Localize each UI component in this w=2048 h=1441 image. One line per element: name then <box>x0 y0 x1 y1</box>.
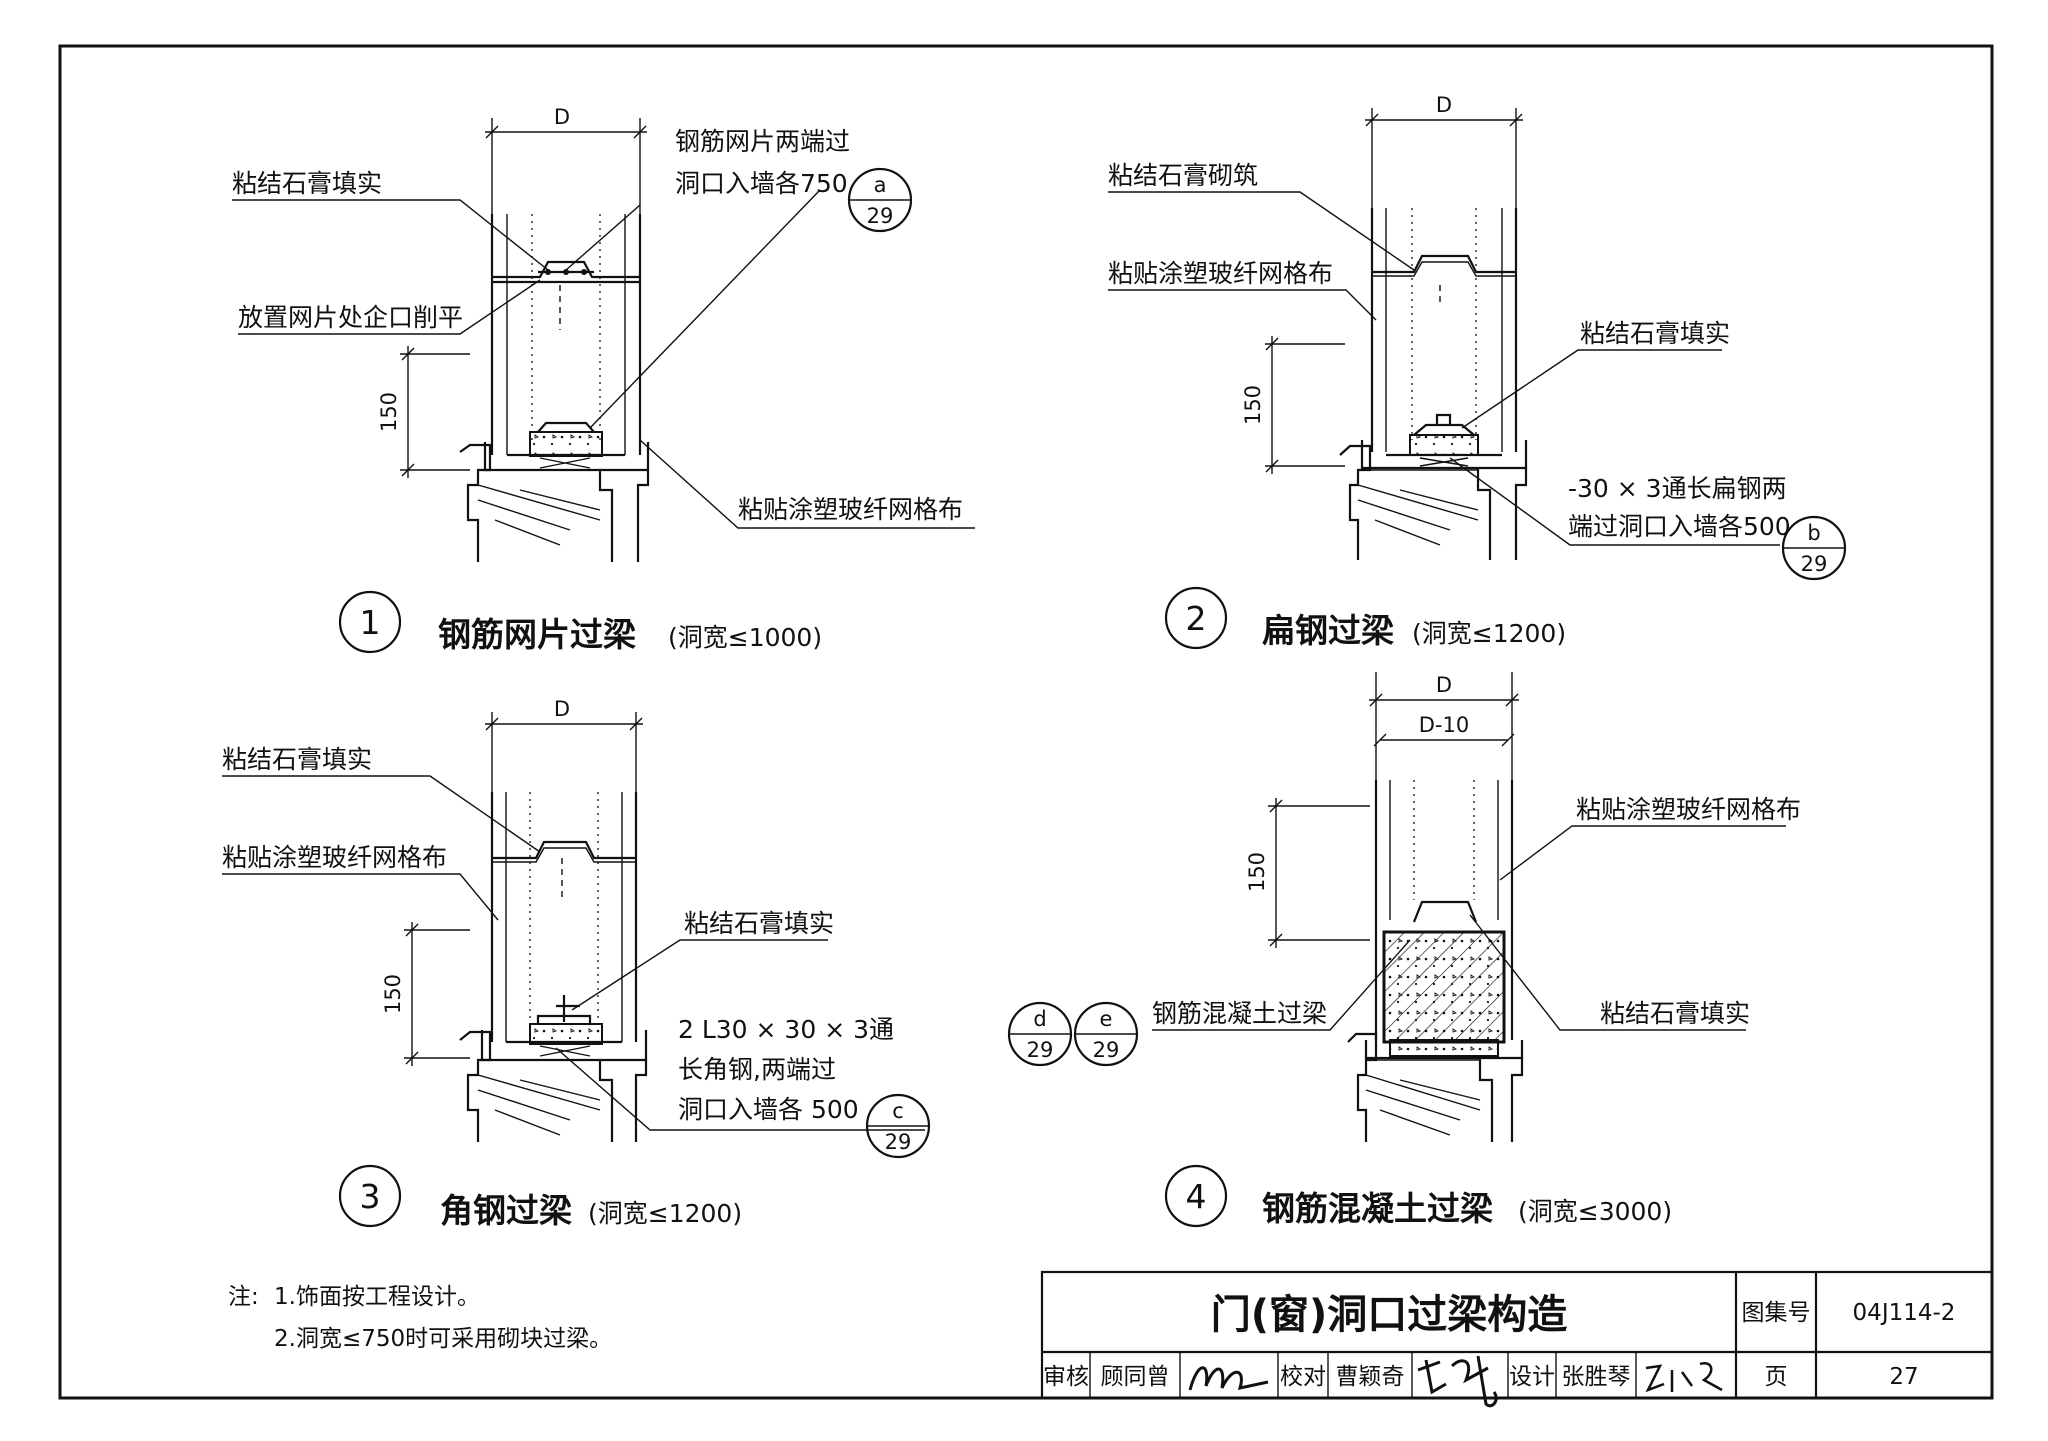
checker-name: 曹颖奇 <box>1336 1364 1405 1390</box>
detail-2-label-2: 粘贴涂塑玻纤网格布 <box>1108 259 1333 288</box>
detail-4-label-2: 钢筋混凝土过梁 <box>1152 999 1327 1028</box>
detail-1-drawing <box>232 118 975 562</box>
detail-4-drawing <box>1007 672 1786 1142</box>
detail-3-label-4: 2 L30 × 30 × 3通 <box>678 1015 894 1044</box>
detail-4-ref-d-bottom: 29 <box>1027 1038 1054 1062</box>
detail-3-ref-bottom: 29 <box>885 1130 912 1154</box>
page-label: 页 <box>1765 1364 1788 1390</box>
detail-1-dim-height: 150 <box>377 392 401 432</box>
detail-4-title: 钢筋混凝土过梁 <box>1262 1189 1493 1228</box>
detail-2-ref-top: b <box>1807 521 1820 545</box>
detail-1-title: 钢筋网片过梁 <box>438 615 636 654</box>
detail-3-drawing <box>222 712 931 1159</box>
check-label: 校对 <box>1280 1364 1326 1390</box>
detail-1-number: 1 <box>360 603 381 642</box>
page-number: 27 <box>1889 1364 1918 1390</box>
detail-4-label-1: 粘贴涂塑玻纤网格布 <box>1576 795 1801 824</box>
detail-1-label-4: 洞口入墙各750 <box>675 169 848 198</box>
detail-1: D 150 粘结石膏填实 放置网片处企口削平 钢筋网片两端过 洞口入墙各750 … <box>232 105 975 654</box>
notes-item-1: 1.饰面按工程设计。 <box>274 1284 480 1310</box>
detail-3-label-3: 粘结石膏填实 <box>684 909 834 938</box>
detail-4-note: (洞宽≤3000) <box>1518 1197 1672 1226</box>
detail-3-label-5: 长角钢,两端过 <box>678 1055 836 1084</box>
detail-4-ref-e-top: e <box>1100 1007 1113 1031</box>
detail-2-label-5: 端过洞口入墙各500 <box>1568 512 1791 541</box>
checker-signature <box>1417 1355 1498 1408</box>
detail-3-label-1: 粘结石膏填实 <box>222 745 372 774</box>
detail-2-note: (洞宽≤1200) <box>1412 619 1566 648</box>
detail-3-note: (洞宽≤1200) <box>588 1199 742 1228</box>
detail-3-dim-width: D <box>554 697 570 721</box>
detail-2-ref-bottom: 29 <box>1801 552 1828 576</box>
detail-4-ref-e-bottom: 29 <box>1093 1038 1120 1062</box>
detail-4-number-circle <box>1164 1164 1228 1228</box>
detail-1-label-5: 粘贴涂塑玻纤网格布 <box>738 495 963 524</box>
detail-2: D 150 粘结石膏砌筑 粘贴涂塑玻纤网格布 粘结石膏填实 -30 × 3通长扁… <box>1108 93 1847 650</box>
detail-3-title: 角钢过梁 <box>440 1191 572 1230</box>
detail-4-dim-inner: D-10 <box>1419 713 1469 737</box>
detail-4-number: 4 <box>1186 1177 1207 1216</box>
detail-1-number-circle <box>338 590 402 654</box>
notes-item-2: 2.洞宽≤750时可采用砌块过梁。 <box>274 1326 612 1352</box>
reviewer-name: 顾同曾 <box>1101 1364 1170 1390</box>
detail-3-number: 3 <box>360 1177 381 1216</box>
detail-2-label-1: 粘结石膏砌筑 <box>1108 161 1258 190</box>
detail-2-dim-width: D <box>1436 93 1452 117</box>
detail-3-number-circle <box>338 1164 402 1228</box>
detail-2-label-4: -30 × 3通长扁钢两 <box>1568 474 1787 503</box>
review-label: 审核 <box>1043 1364 1089 1390</box>
detail-1-ref-top: a <box>874 173 887 197</box>
detail-1-label-3: 钢筋网片两端过 <box>675 127 850 156</box>
detail-4-dim-height: 150 <box>1245 852 1269 892</box>
detail-1-label-2: 放置网片处企口削平 <box>238 303 463 332</box>
detail-1-note: (洞宽≤1000) <box>668 623 822 652</box>
sheet-frame <box>58 44 1994 1400</box>
reviewer-signature <box>1188 1366 1269 1391</box>
detail-3-label-2: 粘贴涂塑玻纤网格布 <box>222 843 447 872</box>
title-block: 门(窗)洞口过梁构造 图集号 04J114-2 页 27 审核 顾同曾 校对 曹… <box>1040 1270 1994 1408</box>
detail-2-title: 扁钢过梁 <box>1262 611 1394 650</box>
detail-4-dim-width: D <box>1436 673 1452 697</box>
detail-2-number: 2 <box>1186 599 1207 638</box>
detail-3-dim-height: 150 <box>381 974 405 1014</box>
detail-4: D D-10 150 粘贴涂塑玻纤网格布 钢筋混凝土过梁 粘结石膏填实 d 29… <box>1007 672 1801 1228</box>
detail-3-label-6: 洞口入墙各 500 <box>678 1095 859 1124</box>
design-label: 设计 <box>1509 1364 1555 1390</box>
atlas-number: 04J114-2 <box>1853 1300 1956 1326</box>
detail-2-number-circle <box>1164 586 1228 650</box>
detail-4-label-3: 粘结石膏填实 <box>1600 999 1750 1028</box>
detail-2-label-3: 粘结石膏填实 <box>1580 319 1730 348</box>
atlas-label: 图集号 <box>1742 1300 1811 1326</box>
notes-prefix: 注: <box>228 1284 259 1310</box>
notes: 注: 1.饰面按工程设计。 2.洞宽≤750时可采用砌块过梁。 <box>228 1284 612 1352</box>
detail-2-drawing <box>1108 108 1847 581</box>
detail-3-ref-top: c <box>892 1099 904 1123</box>
designer-name: 张胜琴 <box>1562 1364 1631 1390</box>
detail-2-dim-height: 150 <box>1241 385 1265 425</box>
detail-3: D 150 粘结石膏填实 粘贴涂塑玻纤网格布 粘结石膏填实 2 L30 × 30… <box>222 697 931 1230</box>
detail-1-dim-width: D <box>554 105 570 129</box>
detail-1-label-1: 粘结石膏填实 <box>232 169 382 198</box>
detail-4-ref-d-top: d <box>1033 1007 1046 1031</box>
drawing-title: 门(窗)洞口过梁构造 <box>1211 1292 1568 1338</box>
designer-signature <box>1645 1361 1723 1393</box>
detail-1-ref-bottom: 29 <box>867 204 894 228</box>
